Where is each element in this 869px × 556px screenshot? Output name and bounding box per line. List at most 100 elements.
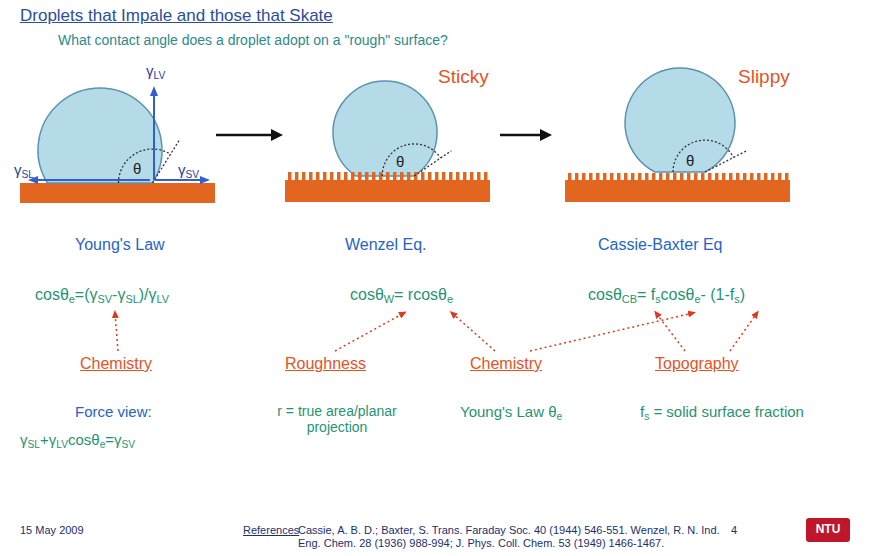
- date: 15 May 2009: [20, 524, 84, 537]
- equation: cosθe=(γSV-γSL)/γLV: [35, 286, 169, 304]
- slide-title: Droplets that Impale and those that Skat…: [20, 6, 333, 26]
- surface-roughness: [285, 172, 490, 180]
- text-run: f: [640, 403, 644, 420]
- text-run: θ: [133, 160, 141, 177]
- text-run: Slippy: [738, 66, 790, 87]
- law-name: Young's Law: [75, 236, 165, 254]
- text-run: Chemistry: [80, 355, 152, 372]
- text-run: γ: [146, 62, 154, 79]
- factor-label: Chemistry: [80, 355, 152, 373]
- text-run: Roughness: [285, 355, 366, 372]
- force-arrow: [32, 179, 150, 181]
- arrow-shaft: [216, 134, 274, 137]
- arrow-head: [271, 129, 283, 141]
- droplet-panel: γLVγSLθγSV: [10, 58, 216, 206]
- text-run: LV: [156, 293, 169, 305]
- angle-label: θ: [396, 153, 404, 170]
- arrow-shaft: [500, 134, 543, 137]
- text-run: e: [447, 293, 453, 305]
- text-run: cosθ: [35, 286, 69, 303]
- text-run: r = true area/planar projection: [277, 403, 396, 435]
- angle-label: θ: [133, 160, 141, 177]
- definition-note: Young's Law θe: [460, 403, 562, 420]
- page-number: 4: [731, 524, 737, 537]
- text-run: Cassie-Baxter Eq: [598, 236, 723, 253]
- state-label: Slippy: [738, 66, 790, 88]
- definition-note: r = true area/planar projection: [262, 403, 412, 435]
- rough-surface: [285, 180, 490, 202]
- force-label: γSL: [14, 161, 34, 178]
- text-run: Chemistry: [470, 355, 542, 372]
- text-run: θ: [396, 153, 404, 170]
- text-run: )/γ: [139, 286, 157, 303]
- force-label: γSV: [178, 161, 199, 178]
- text-run: = solid surface fraction: [649, 403, 804, 420]
- surface-roughness: [565, 173, 790, 180]
- flow-arrow: [216, 129, 283, 141]
- text-run: NTU: [816, 522, 841, 536]
- text-run: cosθ: [661, 286, 695, 303]
- pointer-line: [452, 313, 495, 351]
- text-run: SL: [22, 169, 34, 180]
- text-run: Cassie, A. B. D.; Baxter, S. Trans. Fara…: [298, 524, 720, 549]
- text-run: -γ: [112, 286, 125, 303]
- text-run: Topography: [655, 355, 739, 372]
- text-run: γ: [20, 431, 28, 448]
- angle-label: θ: [686, 152, 694, 169]
- text-run: cosθ: [588, 286, 622, 303]
- tangent-line: [414, 151, 451, 176]
- equation: γSL+γLVcosθe=γSV: [20, 431, 135, 448]
- text-run: CB: [622, 293, 637, 305]
- text-run: W: [384, 293, 394, 305]
- logo-text: NTU: [816, 523, 841, 537]
- text-run: LV: [56, 439, 68, 450]
- factor-label: Topography: [655, 355, 739, 373]
- force-label: γLV: [146, 62, 165, 79]
- references-heading: References: [243, 524, 299, 537]
- text-run: e: [557, 411, 563, 422]
- text-run: SV: [122, 439, 136, 450]
- force-arrow: [153, 90, 155, 180]
- text-run: Young's Law θ: [460, 403, 557, 420]
- pointer-line: [656, 313, 685, 351]
- subtitle: What contact angle does a droplet adopt …: [58, 32, 448, 48]
- factor-label: Chemistry: [470, 355, 542, 373]
- angle-arc: [673, 140, 734, 172]
- text-run: SL: [28, 439, 40, 450]
- equation: cosθW= rcosθe: [350, 286, 453, 304]
- angle-arc: [119, 149, 171, 183]
- droplet: [38, 88, 162, 183]
- droplet: [333, 81, 437, 176]
- text-run: e: [694, 293, 700, 305]
- text-run: 15 May 2009: [20, 524, 84, 536]
- text-run: SV: [186, 169, 200, 180]
- factor-label: Roughness: [285, 355, 366, 373]
- text-run: ): [740, 286, 745, 303]
- text-run: +γ: [40, 431, 56, 448]
- text-run: - (1-f: [700, 286, 734, 303]
- text-run: = rcosθ: [394, 286, 447, 303]
- text-run: e: [100, 439, 106, 450]
- text-run: What contact angle does a droplet adopt …: [58, 32, 448, 48]
- text-run: Force view:: [75, 403, 152, 420]
- text-run: s: [655, 293, 660, 305]
- pointer-line: [115, 313, 118, 351]
- note-heading: Force view:: [75, 403, 152, 420]
- droplet-panel: Slippy θ: [552, 58, 810, 206]
- text-run: cosθ: [350, 286, 384, 303]
- equation: cosθCB= fscosθe- (1-fs): [588, 286, 745, 304]
- angle-arc: [382, 144, 441, 176]
- logo-badge: NTU: [806, 518, 850, 542]
- text-run: Droplets that Impale and those that Skat…: [20, 6, 333, 25]
- text-run: SV: [98, 293, 113, 305]
- pointer-line: [335, 313, 404, 351]
- pointer-line: [730, 313, 757, 351]
- text-run: =(γ: [75, 286, 98, 303]
- law-name: Wenzel Eq.: [345, 236, 427, 254]
- text-run: References: [243, 524, 299, 536]
- pointer-line: [530, 313, 693, 351]
- text-run: Sticky: [438, 66, 489, 87]
- text-run: =γ: [105, 431, 121, 448]
- tangent-line: [705, 150, 748, 172]
- tangent-line: [153, 141, 180, 183]
